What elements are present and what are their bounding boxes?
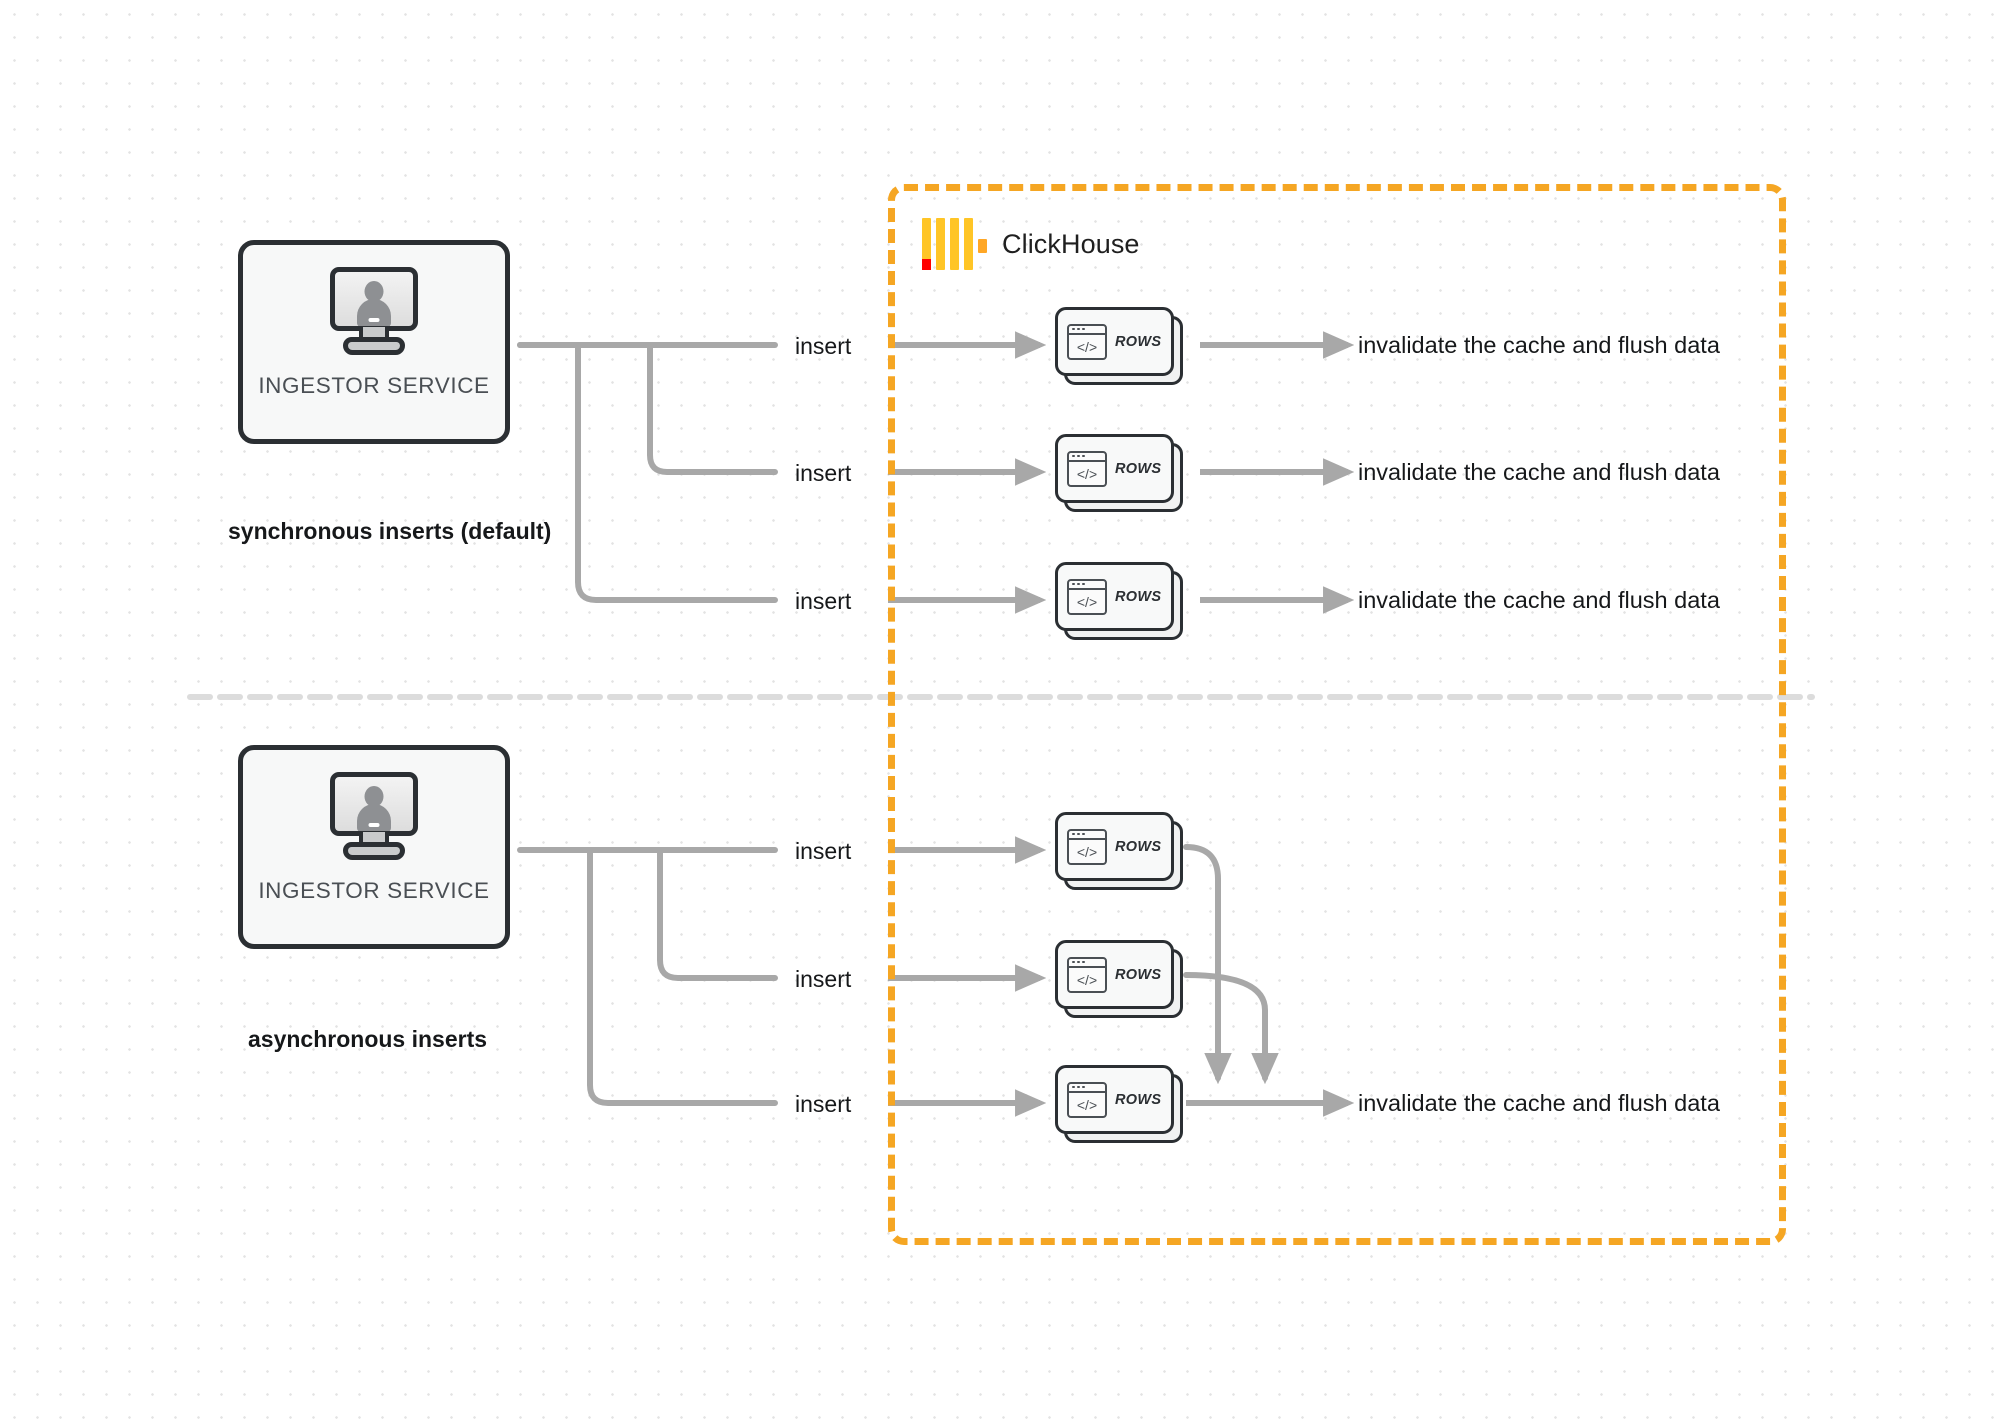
clickhouse-brand: ClickHouse [922,218,1140,270]
rows-card-async-1[interactable]: </> ROWS [1055,812,1183,890]
code-window-icon: </> [1067,1081,1107,1118]
insert-label-sync-3: insert [795,588,852,614]
ingestor-service-label-sync: INGESTOR SERVICE [258,373,490,398]
ingestor-service-label-async: INGESTOR SERVICE [258,878,490,903]
code-window-icon: </> [1067,323,1107,360]
clickhouse-name: ClickHouse [1002,228,1140,259]
rows-card-sync-3[interactable]: </> ROWS [1055,562,1183,640]
insert-label-async-1: insert [795,838,852,864]
rows-card-async-2[interactable]: </> ROWS [1055,940,1183,1018]
flush-label-sync-1: invalidate the cache and flush data [1358,332,1720,358]
clickhouse-bars-logo [922,218,987,270]
sync-fanout-connectors [517,342,778,603]
rows-card-sync-1[interactable]: </> ROWS [1055,307,1183,385]
clickhouse-boundary [888,184,1786,1245]
rows-card-async-3[interactable]: </> ROWS [1055,1065,1183,1143]
code-window-icon: </> [1067,450,1107,487]
monitor-user-icon [326,772,422,860]
section-caption-async: asynchronous inserts [248,1026,488,1052]
code-window-icon: </> [1067,956,1107,993]
insert-label-sync-1: insert [795,333,852,359]
rows-card-label: ROWS [1115,333,1162,350]
ingestor-service-sync[interactable]: INGESTOR SERVICE [238,240,510,444]
flush-label-sync-2: invalidate the cache and flush data [1358,459,1720,485]
rows-card-label: ROWS [1115,1091,1162,1108]
flush-label-async: invalidate the cache and flush data [1358,1090,1720,1116]
insert-label-async-2: insert [795,966,852,992]
section-caption-sync: synchronous inserts (default) [228,518,552,544]
flush-label-sync-3: invalidate the cache and flush data [1358,587,1720,613]
insert-label-sync-2: insert [795,460,852,486]
code-window-icon: </> [1067,828,1107,865]
rows-card-label: ROWS [1115,966,1162,983]
code-window-icon: </> [1067,578,1107,615]
insert-label-async-3: insert [795,1091,852,1117]
rows-card-sync-2[interactable]: </> ROWS [1055,434,1183,512]
rows-card-label: ROWS [1115,588,1162,605]
async-fanout-connectors [517,847,778,1106]
monitor-user-icon [326,267,422,355]
ingestor-service-async[interactable]: INGESTOR SERVICE [238,745,510,949]
rows-card-label: ROWS [1115,838,1162,855]
rows-card-label: ROWS [1115,460,1162,477]
